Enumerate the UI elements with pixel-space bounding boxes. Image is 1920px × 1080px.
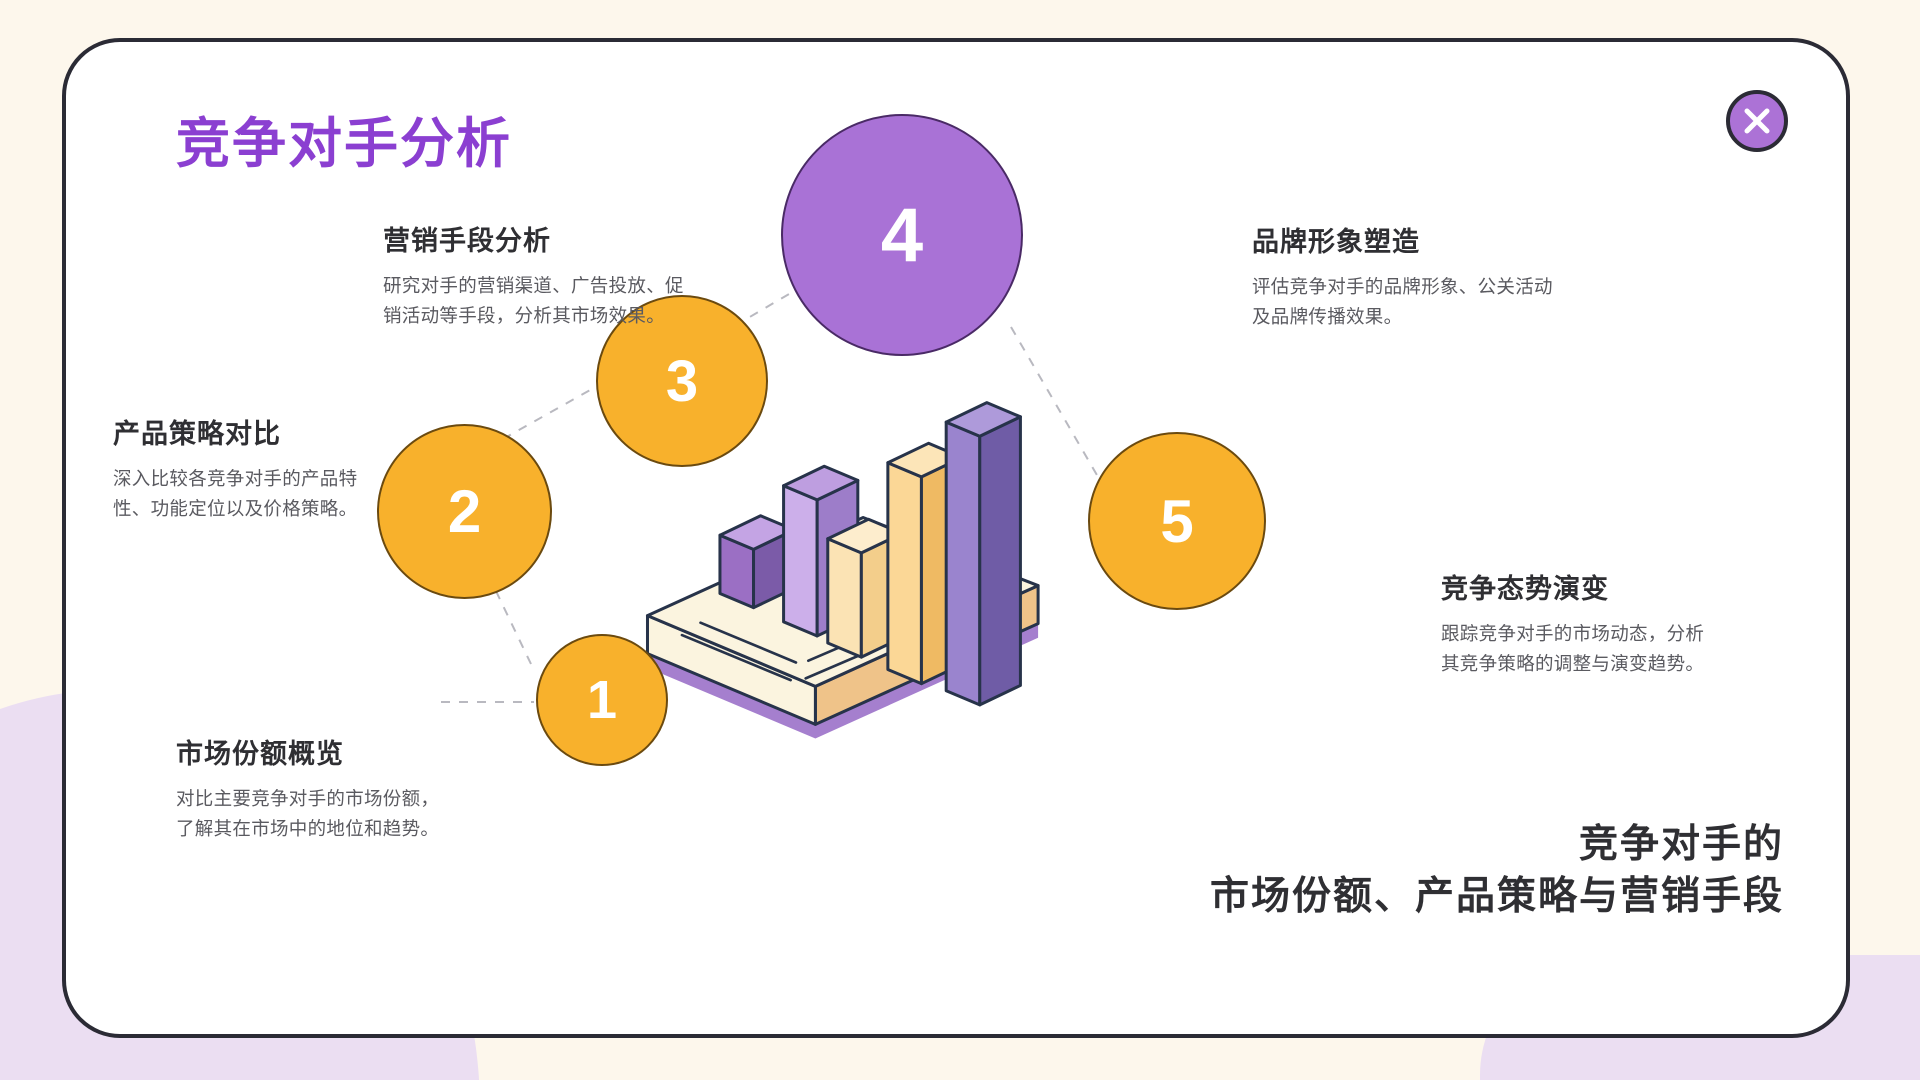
section-1-title: 市场份额概览: [176, 739, 344, 769]
step-badge-4-label: 4: [880, 192, 924, 278]
section-4-desc-line1: 评估竞争对手的品牌形象、公关活动: [1252, 276, 1553, 297]
step-badge-2-label: 2: [447, 478, 482, 545]
section-1: 市场份额概览 对比主要竞争对手的市场份额， 了解其在市场中的地位和趋势。: [176, 732, 536, 844]
section-2-desc-line1: 深入比较各竞争对手的产品特: [113, 468, 358, 489]
section-5-desc: 跟踪竞争对手的市场动态，分析 其竞争策略的调整与演变趋势。: [1441, 619, 1841, 679]
step-badge-4[interactable]: 4: [781, 114, 1023, 356]
tagline-line1: 竞争对手的: [1578, 823, 1784, 867]
slide-card: 竞争对手分析: [62, 38, 1850, 1038]
section-4-desc-line2: 及品牌传播效果。: [1252, 305, 1403, 327]
close-button[interactable]: [1726, 90, 1788, 152]
isometric-bar-chart-illustration: [596, 362, 1056, 742]
section-2: 产品策略对比 深入比较各竞争对手的产品特 性、功能定位以及价格策略。: [113, 412, 463, 524]
section-4-title: 品牌形象塑造: [1252, 227, 1420, 257]
page-title: 竞争对手分析: [176, 114, 512, 174]
section-4: 品牌形象塑造 评估竞争对手的品牌形象、公关活动 及品牌传播效果。: [1252, 220, 1672, 332]
section-3-desc-line1: 研究对手的营销渠道、广告投放、促: [383, 275, 684, 296]
section-2-desc: 深入比较各竞争对手的产品特 性、功能定位以及价格策略。: [113, 464, 463, 524]
tagline: 竞争对手的 市场份额、产品策略与营销手段: [1210, 819, 1784, 922]
step-badge-5-label: 5: [1160, 487, 1194, 555]
section-3: 营销手段分析 研究对手的营销渠道、广告投放、促 销活动等手段，分析其市场效果。: [383, 219, 783, 331]
section-3-title: 营销手段分析: [383, 226, 551, 256]
section-3-desc-line2: 销活动等手段，分析其市场效果。: [383, 304, 666, 326]
step-badge-1[interactable]: 1: [536, 634, 668, 766]
section-1-desc-line1: 对比主要竞争对手的市场份额，: [176, 788, 440, 809]
step-badge-3-label: 3: [665, 348, 699, 414]
section-3-desc: 研究对手的营销渠道、广告投放、促 销活动等手段，分析其市场效果。: [383, 271, 783, 331]
section-2-title: 产品策略对比: [113, 419, 281, 449]
section-1-desc-line2: 了解其在市场中的地位和趋势。: [176, 817, 440, 839]
step-badge-3[interactable]: 3: [596, 295, 768, 467]
section-5: 竞争态势演变 跟踪竞争对手的市场动态，分析 其竞争策略的调整与演变趋势。: [1441, 567, 1841, 679]
step-badge-2[interactable]: 2: [377, 424, 552, 599]
section-5-desc-line1: 跟踪竞争对手的市场动态，分析: [1441, 623, 1705, 644]
close-icon: [1744, 108, 1770, 134]
section-1-desc: 对比主要竞争对手的市场份额， 了解其在市场中的地位和趋势。: [176, 784, 536, 844]
section-5-title: 竞争态势演变: [1441, 574, 1609, 604]
section-2-desc-line2: 性、功能定位以及价格策略。: [113, 497, 358, 519]
tagline-line2: 市场份额、产品策略与营销手段: [1209, 874, 1784, 918]
bar-chart-svg: [645, 401, 1040, 739]
section-4-desc: 评估竞争对手的品牌形象、公关活动 及品牌传播效果。: [1252, 272, 1672, 332]
section-5-desc-line2: 其竞争策略的调整与演变趋势。: [1441, 652, 1705, 674]
step-badge-1-label: 1: [586, 670, 618, 730]
step-badge-5[interactable]: 5: [1088, 432, 1266, 610]
